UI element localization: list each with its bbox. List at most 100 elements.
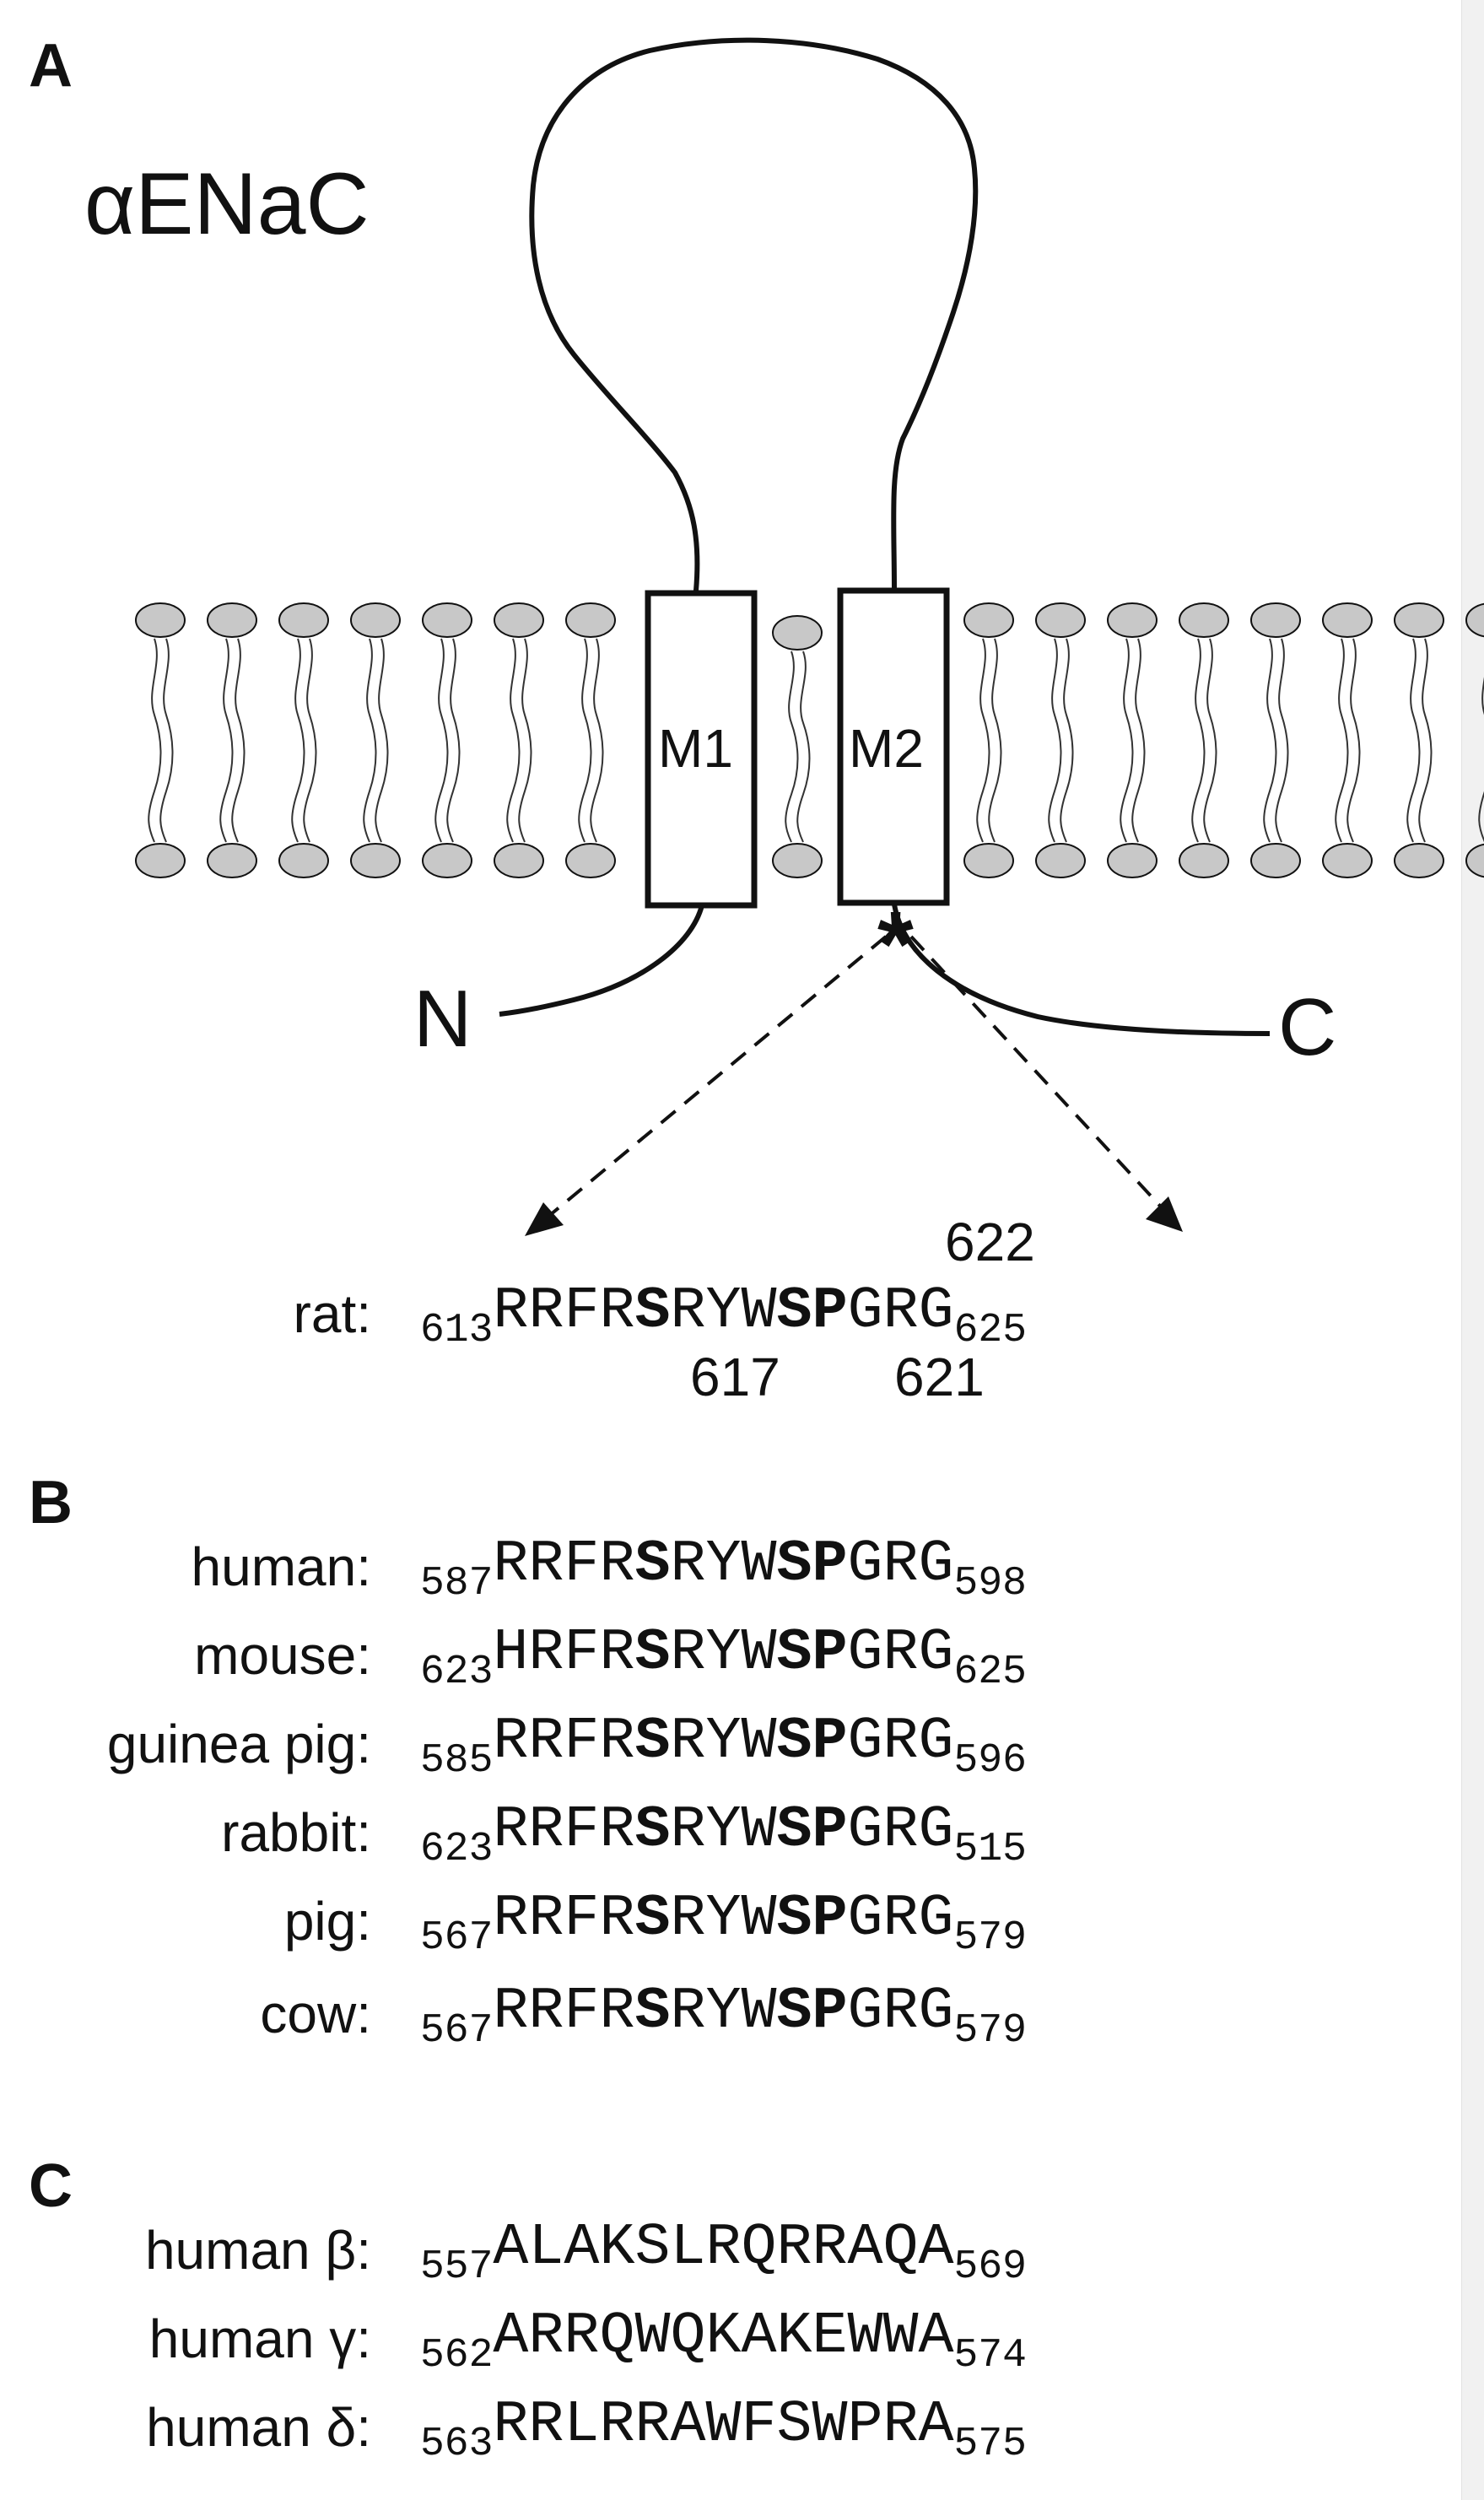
sequence-segment: GRG (847, 1886, 954, 1952)
residue-phospho-site: S (634, 1278, 671, 1345)
sequence-line: 623RRFRSRYWSPGRG515 (420, 1797, 1027, 1870)
seq-end-number: 625 (953, 1649, 1027, 1695)
seq-start-number: 562 (420, 2332, 494, 2379)
lipid-tail (303, 638, 317, 843)
panel-label-b: B (29, 1469, 73, 1536)
seq-start-number: 567 (420, 2007, 494, 2054)
lipid-head (135, 602, 186, 638)
sequence-segment: RRLRRAWFSWPRA (493, 2392, 954, 2459)
lipid-tail (518, 638, 532, 843)
sequence-segment: RYW (670, 1979, 777, 2045)
lipid-tail (148, 638, 162, 843)
page-edge-strip (1461, 0, 1484, 2500)
seq-end-number: 575 (953, 2421, 1027, 2467)
sequence-segment: GRG (847, 1709, 954, 1775)
lipid-tail (1406, 638, 1421, 843)
sequence-line: 567RRFRSRYWSPGRG579 (420, 1886, 1027, 1958)
n-terminus-label: N (413, 974, 472, 1064)
seq-end-rat: 625 (953, 1307, 1028, 1353)
lipid-head (422, 602, 472, 638)
residue-number-621: 621 (894, 1347, 985, 1407)
sequence-segment: RRFR (493, 1531, 635, 1598)
lipid-between-helices (772, 615, 823, 878)
protein-name: αENaC (84, 155, 370, 253)
lipid-tail (434, 638, 449, 843)
lipid-head (1322, 602, 1373, 638)
lipid-head (772, 615, 823, 651)
lipid-tail (590, 638, 604, 843)
conserved-site: S (634, 1886, 671, 1952)
lipid-tail (159, 638, 174, 843)
residue: W (741, 1278, 777, 1345)
residue-proline: P (812, 1278, 848, 1345)
lipid-head (1250, 602, 1301, 638)
lipid-head (1179, 843, 1229, 878)
lipid-head (1035, 843, 1086, 878)
sequence-line: 563RRLRRAWFSWPRA575 (420, 2392, 1027, 2465)
lipid-head (1035, 602, 1086, 638)
sequence-line: 623HRFRSRYWSPGRG625 (420, 1620, 1027, 1693)
sequence-segment: RYW (670, 1620, 777, 1687)
seq-start-number: 623 (420, 1826, 494, 1872)
lipid-tail (1060, 638, 1074, 843)
lipid-head (565, 602, 616, 638)
lipid-tail (363, 638, 377, 843)
residue: R (670, 1278, 706, 1345)
residue-number-622: 622 (945, 1212, 1035, 1272)
lipid-tail (1335, 638, 1349, 843)
lipid-head (422, 843, 472, 878)
lipid-head (565, 843, 616, 878)
sequence-segment: RRFR (493, 1886, 635, 1952)
conserved-site: S (634, 1709, 671, 1775)
sequence-segment: RRFR (493, 1709, 635, 1775)
conserved-site: SP (776, 1620, 848, 1687)
lipid-head (963, 602, 1014, 638)
lipid-tail (578, 638, 592, 843)
seq-start-number: 585 (420, 1737, 494, 1784)
conserved-site: S (634, 1979, 671, 2045)
lipid-head (1465, 843, 1484, 878)
species-label: human β: (144, 2220, 371, 2281)
conserved-site: SP (776, 1797, 848, 1864)
lipid-tail (1346, 638, 1361, 843)
lipid-tail (796, 651, 811, 843)
lipid-tail (988, 638, 1002, 843)
species-label: human δ: (146, 2397, 371, 2458)
tm-label-m2: M2 (849, 718, 924, 779)
residue: R (882, 1278, 919, 1345)
sequence-line: 585RRFRSRYWSPGRG596 (420, 1709, 1027, 1781)
panel-label-c: C (29, 2152, 73, 2220)
sequence-segment: HRFR (493, 1620, 635, 1687)
species-label-rat: rat: (293, 1283, 371, 1344)
dashed-arrow-right (909, 935, 1170, 1217)
residue: G (847, 1278, 883, 1345)
lipid-tail (1263, 638, 1277, 843)
sequence-segment: GRG (847, 1797, 954, 1864)
seq-end-number: 574 (953, 2332, 1027, 2379)
tm-label-m1: M1 (658, 718, 733, 779)
residue: Y (705, 1278, 742, 1345)
lipid-tail (1478, 677, 1484, 843)
conserved-site: SP (776, 1531, 848, 1598)
lipid-tail (219, 638, 234, 843)
residue: G (918, 1278, 954, 1345)
seq-start-number: 563 (420, 2421, 494, 2467)
seq-end-number: 596 (953, 1737, 1027, 1784)
lipid-head (1250, 843, 1301, 878)
lipid-tail (506, 638, 521, 843)
residue: R (599, 1278, 635, 1345)
lipid-head (207, 843, 257, 878)
sequence-segment: RRFR (493, 1979, 635, 2045)
sequence-line: 557ALAKSLRQRRAQA569 (420, 2219, 1027, 2287)
sequence-line: 587RRFRSRYWSPGRG598 (420, 1531, 1027, 1604)
lipid-tail (446, 638, 461, 843)
arrowhead-right (1146, 1196, 1183, 1232)
sequence-segment: RRFR (493, 1797, 635, 1864)
lipid-head (1179, 602, 1229, 638)
lipid-tail (291, 638, 305, 843)
lipid-head (772, 843, 823, 878)
lipid-bilayer-left (135, 602, 616, 878)
lipid-tail (976, 638, 990, 843)
lipid-tail (785, 651, 799, 843)
